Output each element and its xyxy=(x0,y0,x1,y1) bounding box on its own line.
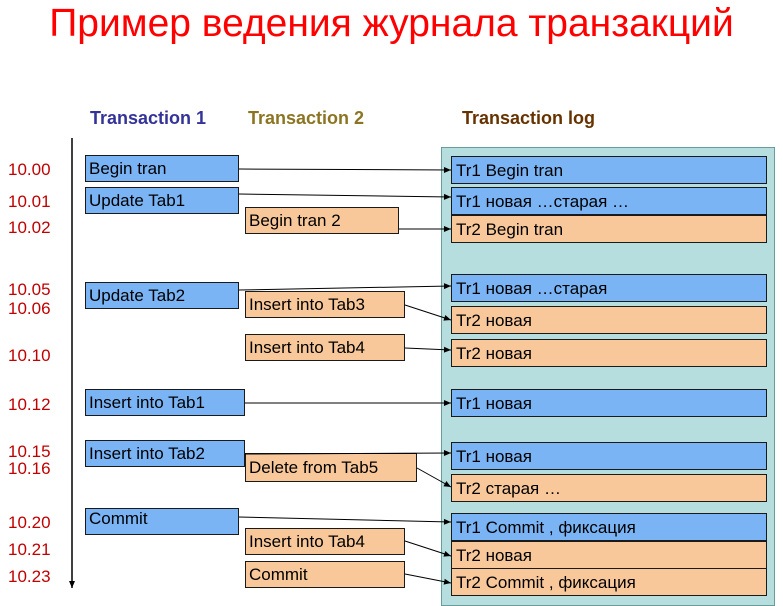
transaction2-header: Transaction 2 xyxy=(248,108,365,128)
log-entry: Tr2 новая xyxy=(451,339,767,367)
log-entry: Tr1 Begin tran xyxy=(451,156,767,184)
log-entry: Tr1 новая …старая xyxy=(451,274,767,302)
log-entry: Tr2 новая xyxy=(451,541,767,569)
transaction1-header: Transaction 1 xyxy=(90,108,207,128)
arrow xyxy=(238,516,452,525)
time-label: 10.20 xyxy=(8,513,51,532)
log-entry: Tr1 новая …старая … xyxy=(451,187,767,215)
time-label: 10.10 xyxy=(8,346,51,365)
arrow xyxy=(238,283,452,291)
transaction1-step: Insert into Tab2 xyxy=(85,440,245,467)
log-entry: Tr1 новая xyxy=(451,389,767,417)
log-entry: Tr2 новая xyxy=(451,306,767,334)
arrow xyxy=(238,166,452,173)
log-entry: Tr1 новая xyxy=(451,442,767,470)
log-entry: Tr1 Commit , фиксация xyxy=(451,513,767,541)
time-label: 10.00 xyxy=(8,160,51,179)
transaction2-step: Delete from Tab5 xyxy=(245,453,417,482)
time-label: 10.12 xyxy=(8,395,51,414)
arrow xyxy=(238,193,452,200)
log-entry: Tr2 Begin tran xyxy=(451,215,767,243)
time-label: 10.23 xyxy=(8,567,51,586)
transaction2-step: Insert into Tab4 xyxy=(245,528,405,555)
transaction-log-header: Transaction log xyxy=(462,108,596,128)
transaction2-step: Begin tran 2 xyxy=(245,207,399,234)
transaction2-step: Insert into Tab3 xyxy=(245,291,405,318)
time-label: 10.02 xyxy=(8,218,51,237)
transaction1-step: Commit xyxy=(85,508,239,535)
time-label: 10.21 xyxy=(8,540,51,559)
transaction2-step: Commit xyxy=(245,561,405,588)
time-label: 10.15 xyxy=(8,442,51,461)
log-entry: Tr2 Commit , фиксация xyxy=(451,568,767,596)
time-label: 10.06 xyxy=(8,299,51,318)
transaction1-step: Begin tran xyxy=(85,155,239,182)
transaction1-step: Update Tab1 xyxy=(85,187,239,214)
transaction1-step: Update Tab2 xyxy=(85,282,239,309)
time-label: 10.01 xyxy=(8,192,51,211)
log-entry: Tr2 старая … xyxy=(451,474,767,502)
time-label: 10.05 xyxy=(8,280,51,299)
transaction2-step: Insert into Tab4 xyxy=(245,334,405,361)
time-label: 10.16 xyxy=(8,459,51,478)
slide-title: Пример ведения журнала транзакций xyxy=(49,2,734,45)
transaction1-step: Insert into Tab1 xyxy=(85,389,245,416)
